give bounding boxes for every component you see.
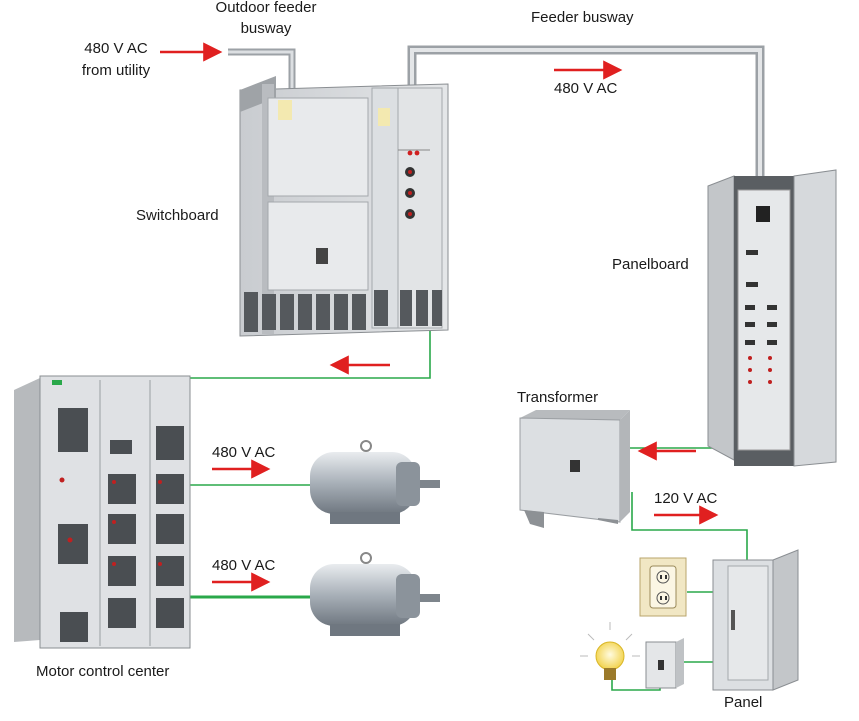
wires	[157, 310, 748, 691]
motor1-voltage-label: 480 V AC	[212, 444, 276, 461]
duplex-outlet-icon	[639, 557, 687, 617]
panelboard-label: Panelboard	[612, 256, 689, 273]
motor-icon	[310, 440, 440, 524]
outdoor-feeder-busway	[228, 48, 296, 90]
outdoor-busway-label-line2: busway	[240, 20, 292, 37]
branch-voltage-label: 120 V AC	[654, 490, 718, 507]
feeder-voltage-label: 480 V AC	[554, 80, 618, 97]
outdoor-busway-label-line1: Outdoor feeder	[215, 0, 317, 16]
utility-voltage-label: 480 V AC	[84, 40, 148, 57]
feeder-busway-label: Feeder busway	[531, 9, 634, 26]
light-bulb-icon	[580, 622, 640, 680]
switchboard-icon	[239, 76, 449, 337]
panel-label: Panel	[724, 694, 763, 711]
mcc-label: Motor control center	[36, 663, 170, 680]
motor2-voltage-label: 480 V AC	[212, 557, 276, 574]
transformer-icon	[519, 410, 630, 528]
utility-source-label: from utility	[81, 62, 151, 79]
light-switch-icon	[645, 638, 684, 689]
flow-arrows	[160, 42, 719, 592]
motor-icon	[310, 552, 440, 636]
motor-control-center-icon	[14, 375, 191, 649]
feeder-busway	[407, 45, 765, 178]
transformer-label: Transformer	[517, 389, 599, 406]
switchboard-label: Switchboard	[136, 207, 219, 224]
panelboard-icon	[707, 169, 837, 467]
panel-icon	[712, 549, 799, 691]
